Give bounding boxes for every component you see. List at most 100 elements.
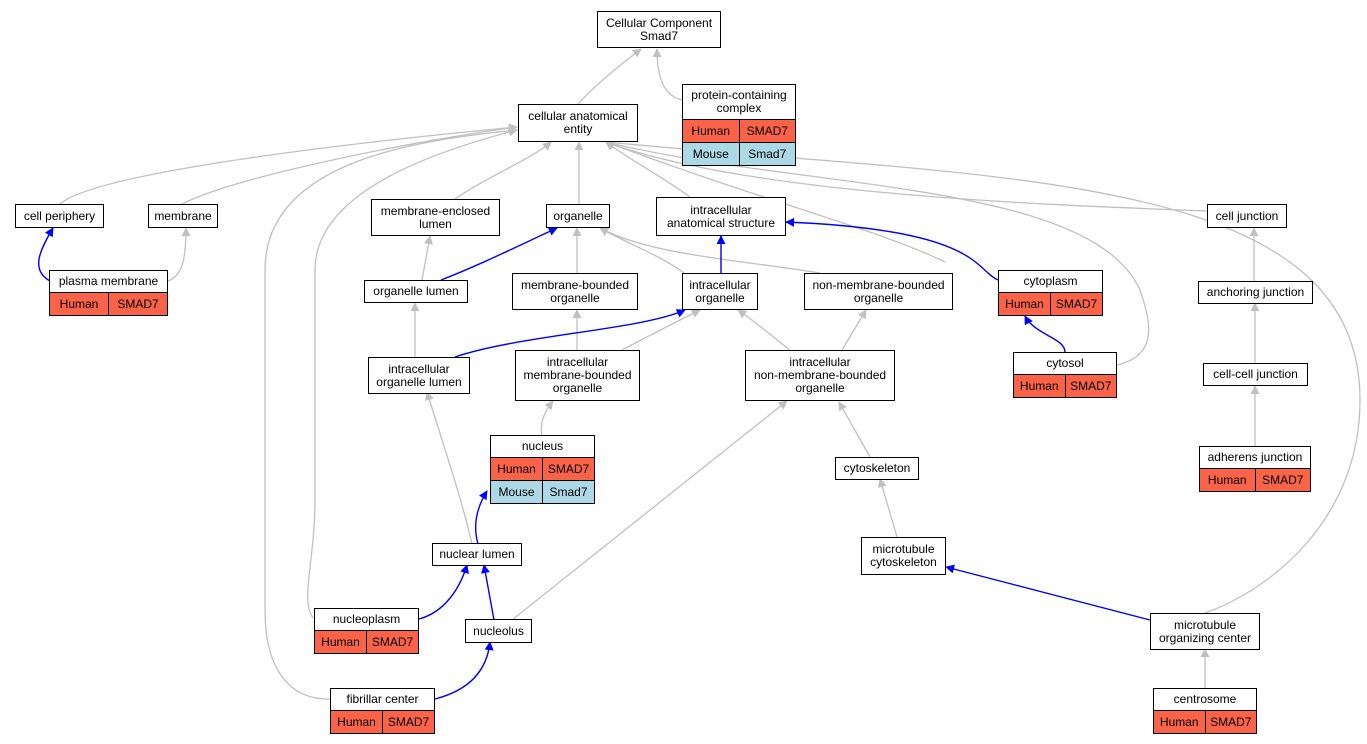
node-cell-periphery[interactable]: cell periphery [15,204,104,228]
node-label: cell-cell junction [1213,367,1298,381]
node-label: intracellular anatomical structure [666,202,776,230]
edge-cytoskeleton-inmbo [838,401,871,458]
node-non-membrane-bounded-organelle[interactable]: non-membrane-bounded organelle [804,273,953,310]
node-label: organelle lumen [373,284,459,298]
node-cell-junction[interactable]: cell junction [1207,204,1287,228]
species-cell: Human [1005,296,1044,311]
species-cell: Human [691,123,731,138]
edge-imbo-introrg [621,309,701,351]
edge-organellelumen-memlumen [421,235,433,281]
edge-nucleolus-nuclearlumen [481,564,495,621]
node-label: Cellular Component Smad7 [605,15,713,43]
edge-nucleoplasm-cae [307,127,518,619]
node-label: microtubule organizing center [1158,617,1252,645]
node-cellular-anatomical-entity[interactable]: cellular anatomical entity [518,104,638,142]
edge-plasmamembrane-membrane [167,227,191,282]
node-microtubule-organizing-center[interactable]: microtubule organizing center [1150,613,1260,650]
edge-plasmamembrane-cellperiphery [38,227,54,282]
node-label: cellular anatomical entity [528,109,628,136]
node-label: cell periphery [23,208,96,223]
edge-fibrillar-nucleolus [434,641,494,700]
node-fibrillar-center[interactable]: fibrillar center Human SMAD7 [330,688,435,734]
gene-cell: SMAD7 [366,631,418,653]
edge-inmbo-nmbo [841,309,867,351]
species-cell: Human [337,714,376,729]
node-cellular-component-root[interactable]: Cellular Component Smad7 [597,11,721,48]
edge-nmbo-organelle [599,227,821,274]
node-label: nucleoplasm [332,612,401,626]
node-label: membrane-enclosed lumen [380,203,491,231]
species-cell: Human [1019,378,1059,393]
node-intracellular-membrane-bounded-organelle[interactable]: intracellular membrane-bounded organelle [515,350,640,401]
gene-cell: Smad7 [738,143,796,165]
node-label: fibrillar center [346,692,419,706]
edge-nucleus-imbo [540,400,554,437]
gene-cell: SMAD7 [542,458,594,480]
node-membrane[interactable]: membrane [148,204,218,228]
edge-iol-introrg [454,309,686,358]
node-label: non-membrane-bounded organelle [812,277,945,305]
node-label: nucleus [521,439,564,453]
edge-cae-root [577,48,642,105]
node-organelle-lumen[interactable]: organelle lumen [364,280,468,303]
node-microtubule-cytoskeleton[interactable]: microtubule cytoskeleton [861,537,946,575]
node-label: cell junction [1215,208,1279,223]
node-membrane-enclosed-lumen[interactable]: membrane-enclosed lumen [371,199,500,236]
node-anchoring-junction[interactable]: anchoring junction [1198,281,1313,304]
node-membrane-bounded-organelle[interactable]: membrane-bounded organelle [512,273,638,310]
node-intracellular-anatomical-structure[interactable]: intracellular anatomical structure [656,197,786,236]
node-intracellular-non-membrane-bounded-organelle[interactable]: intracellular non-membrane-bounded organ… [745,350,895,401]
species-cell: Human [59,296,99,311]
node-label: membrane-bounded organelle [520,277,630,305]
node-nuclear-lumen[interactable]: nuclear lumen [432,543,522,566]
node-label: cytosol [1046,356,1084,370]
edge-mtoc-mtcytoskeleton [945,564,1151,621]
edge-cytosol-cytoplasm [1024,315,1066,353]
node-label: anchoring junction [1206,285,1305,299]
edge-memlumen-cae [454,141,552,200]
edge-cytosol-cae [605,139,1150,366]
node-label: nucleolus [473,623,524,638]
edge-fibrillar-cae [264,126,518,700]
edge-nuclearlumen-iol [425,391,473,545]
edge-organellelumen-organelle [440,227,558,281]
node-cell-cell-junction[interactable]: cell-cell junction [1203,363,1308,386]
edge-cellperiphery-cae [59,123,518,205]
edge-mtcytoskeleton-cytoskeleton [877,478,898,538]
node-label: cytoplasm [1023,274,1078,288]
node-intracellular-organelle-lumen[interactable]: intracellular organelle lumen [368,357,470,394]
node-label: membrane [154,208,212,223]
node-intracellular-organelle[interactable]: intracellular organelle [682,273,758,310]
species-cell: Mouse [498,484,535,499]
edge-nucleoplasm-nuclearlumen [418,564,469,620]
node-label: organelle [553,208,603,223]
node-label: nuclear lumen [439,547,515,561]
node-nucleolus[interactable]: nucleolus [465,619,532,643]
human-row: Human SMAD7 [331,710,434,733]
node-label: intracellular organelle [689,277,751,305]
edge-ias-cae [605,141,691,198]
node-organelle[interactable]: organelle [546,204,610,228]
edge-celljunction-cae [605,140,1208,212]
node-label: intracellular non-membrane-bounded organ… [753,355,887,395]
node-cytoskeleton[interactable]: cytoskeleton [835,457,919,480]
gene-cell: SMAD7 [382,711,434,733]
node-label: plasma membrane [58,274,159,288]
gene-cell: SMAD7 [1204,711,1257,733]
